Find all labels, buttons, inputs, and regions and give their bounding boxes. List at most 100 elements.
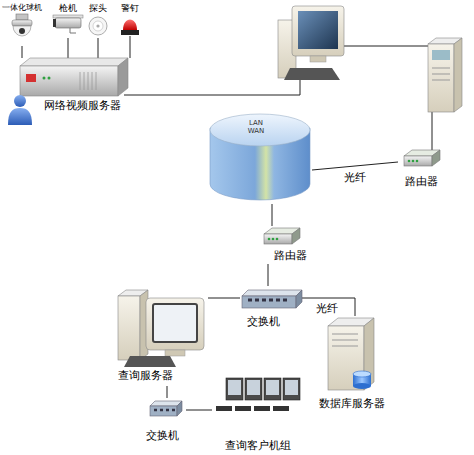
network-link — [130, 36, 131, 58]
node-label: 查询服务器 — [118, 370, 173, 382]
switch-icon-part — [154, 409, 175, 412]
alarm-light — [121, 20, 139, 36]
node-label: 路由器 — [274, 250, 307, 262]
video-server-node: 网络视频服务器 — [18, 58, 134, 114]
database-server-icon-part — [353, 383, 371, 389]
edge-label: 光纤 — [344, 172, 366, 184]
sensor-node: 探头 — [86, 2, 110, 38]
dome-camera-part — [16, 14, 28, 20]
video-server-box-part — [43, 77, 46, 80]
node-label: 一体化球机 — [2, 2, 42, 14]
camera-node: 一体化球机 — [2, 2, 42, 46]
probe-sensor-part — [93, 21, 103, 31]
network-link — [98, 38, 99, 58]
node-label: 交换机 — [146, 430, 179, 442]
video-server-box-part — [20, 66, 118, 96]
monitor-pc-part — [298, 11, 338, 49]
edge-label: 光纤 — [316, 303, 338, 315]
client-group-icon — [216, 378, 300, 411]
video-server-box-part — [26, 74, 36, 82]
node-label: 网络视频服务器 — [44, 100, 121, 112]
network-link — [312, 162, 398, 170]
query-server-node: 查询服务器 — [112, 286, 208, 386]
gun-camera-part — [53, 19, 56, 27]
query-server-icon-part — [124, 356, 176, 367]
video-server-box — [20, 58, 128, 96]
probe-sensor — [89, 17, 107, 35]
monitor-pc-part — [292, 6, 344, 56]
tower-server-part — [428, 44, 454, 112]
client-group-icon-part — [264, 378, 281, 400]
switch-node: 交换机 — [240, 286, 302, 330]
switch-node: 交换机 — [142, 398, 186, 446]
tower-server-part — [454, 38, 462, 112]
network-link — [302, 298, 355, 316]
switch-icon — [242, 290, 302, 308]
dome-camera-part — [12, 20, 32, 26]
network-cylinder: LAN WAN — [208, 112, 312, 204]
network-link — [22, 46, 23, 58]
alarm-node: 警钉 — [116, 2, 144, 36]
cable-part — [344, 46, 428, 47]
probe-sensor-part — [89, 17, 107, 35]
monitor-pc-part — [284, 68, 340, 80]
cable-part — [432, 112, 433, 151]
monitor-pc — [278, 6, 344, 80]
monitor-pc-part — [310, 56, 326, 62]
network-link — [68, 38, 69, 58]
network-link — [167, 386, 168, 398]
network-link — [268, 264, 269, 286]
switch-icon-part — [150, 406, 177, 416]
gun-camera-part — [70, 28, 76, 33]
query-server-icon-part — [153, 304, 197, 342]
gun-camera-part — [53, 15, 83, 18]
database-server-icon-part — [353, 371, 371, 377]
database-server-icon — [328, 318, 374, 390]
dome-camera-part — [13, 26, 31, 36]
query-server-icon-part — [118, 296, 140, 360]
tower-server-part — [432, 50, 450, 60]
video-server-box-part — [118, 58, 128, 96]
node-label: 探头 — [89, 2, 107, 14]
probe-sensor-part — [96, 24, 99, 27]
network-link — [186, 410, 212, 411]
switch-icon-part — [296, 290, 302, 308]
dome-camera-part — [19, 28, 25, 34]
tower-server-part — [432, 68, 450, 80]
database-server-icon-part — [332, 334, 358, 346]
cylinder-top — [210, 114, 310, 146]
node-label: LAN WAN — [244, 119, 268, 135]
node-label: 路由器 — [405, 176, 438, 188]
camera-node: 枪机 — [52, 2, 84, 38]
router-icon — [404, 150, 440, 166]
client-group-icon-part — [235, 406, 251, 411]
client-group-icon-part — [285, 380, 298, 395]
router-node: 路由器 — [398, 148, 444, 190]
video-server-box-part — [20, 58, 128, 66]
client-group-icon-part — [216, 406, 232, 411]
client-group-icon-part — [266, 380, 279, 395]
alarm-light-part — [123, 20, 137, 31]
query-server-icon-part — [146, 298, 204, 350]
tower-server — [428, 38, 462, 112]
client-group-node: 查询客户机组 — [212, 372, 312, 454]
client-group-icon-part — [245, 378, 262, 400]
node-label: 数据库服务器 — [319, 398, 385, 410]
client-group-icon-part — [226, 378, 243, 400]
operator-person-part — [14, 95, 26, 107]
video-server-box-part — [48, 77, 51, 80]
gun-camera-part — [55, 18, 81, 28]
alarm-light-part — [121, 30, 139, 35]
switch-icon — [150, 401, 182, 416]
client-group-icon-part — [273, 406, 289, 411]
router-node: 路由器 — [260, 226, 306, 264]
client-group-icon-part — [247, 380, 260, 395]
dome-camera — [12, 14, 32, 36]
node-label: 枪机 — [59, 2, 77, 14]
switch-icon-part — [242, 290, 302, 296]
video-server-box-part — [80, 72, 96, 90]
client-group-icon-part — [228, 380, 241, 395]
